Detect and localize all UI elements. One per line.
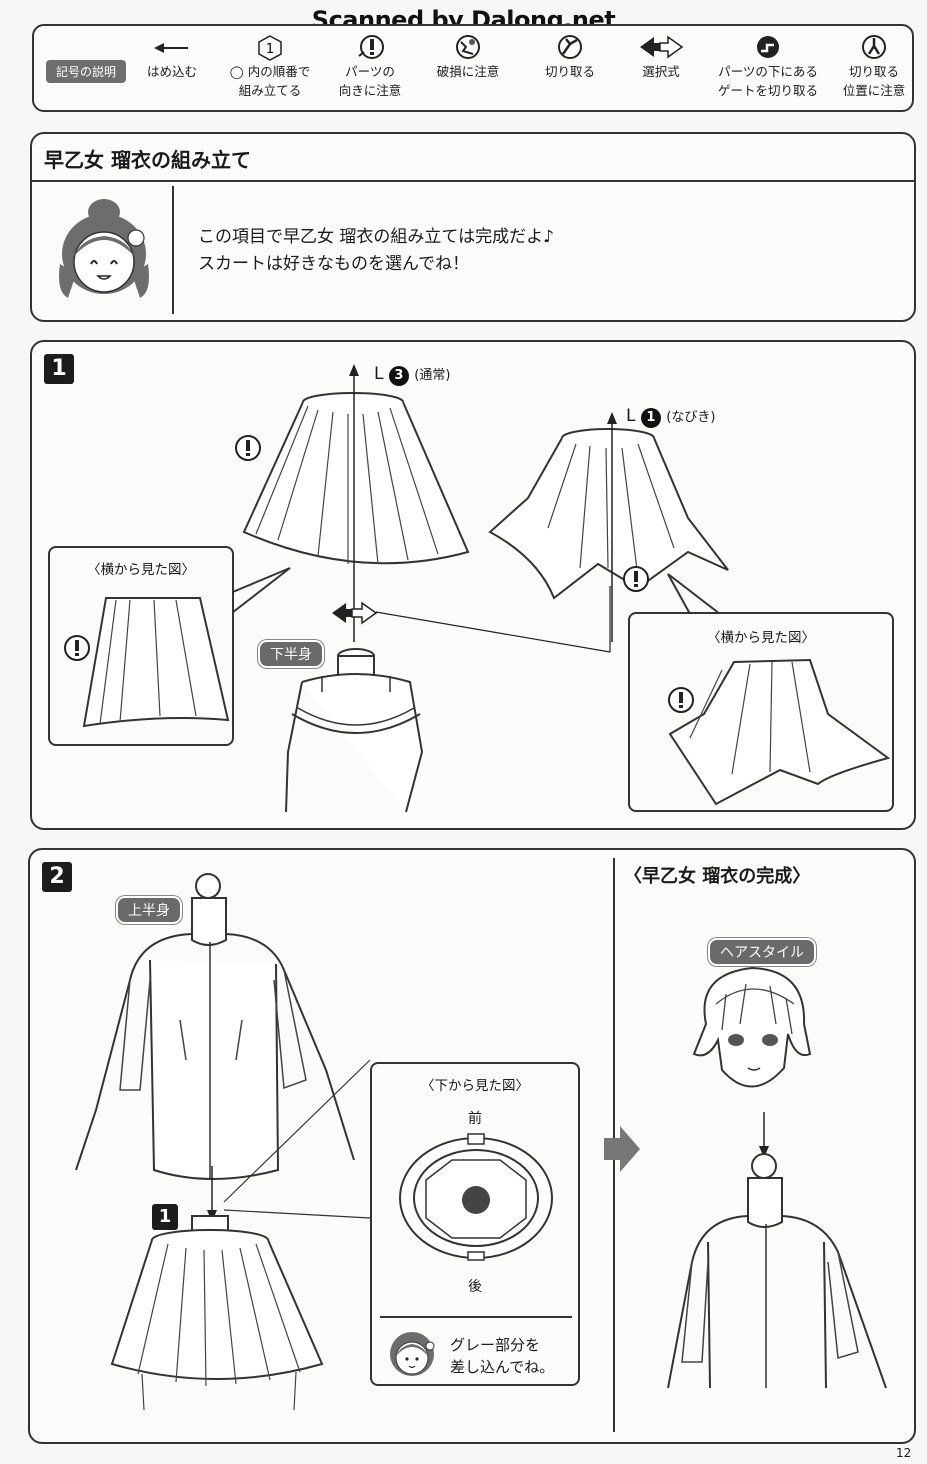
skirt-flowing-side-view-illustration — [668, 658, 891, 806]
header-section: 早乙女 瑠衣の組み立て この項目で早乙女 瑠衣の組み立ては完成だよ♪ スカートは… — [30, 132, 916, 322]
tip-line: 差し込んでね。 — [450, 1358, 555, 1376]
skirt-assembled-illustration — [110, 1215, 324, 1411]
exclamation-caution-icon — [235, 435, 261, 461]
callout-pointer — [227, 567, 291, 619]
part-label-skirt-flowing: L 1 (なびき) — [626, 406, 715, 428]
part-letter: L — [374, 364, 384, 384]
cut-position-icon — [862, 35, 886, 59]
upper-body-tag: 上半身 — [116, 896, 182, 924]
part-note: (なびき) — [666, 410, 716, 425]
symbol-legend: 記号の説明 はめ込む 1 ◯ 内の順番で 組み立てる パーツの 向きに注意 — [32, 24, 914, 112]
legend-item-gate: パーツの下にある ゲートを切り取る — [708, 34, 828, 100]
reference-step-badge: 1 — [152, 1204, 178, 1230]
legend-label: 組み立てる — [238, 83, 302, 98]
callout-title: 〈横から見た図〉 — [707, 630, 815, 646]
lower-body-tag: 下半身 — [258, 640, 324, 668]
completion-title: 〈早乙女 瑠衣の完成〉 — [624, 866, 811, 887]
back-label: 後 — [468, 1279, 482, 1295]
step-2-section: 2 上半身 1 〈下から見た図〉 前 — [28, 848, 916, 1444]
side-view-callout-flowing: 〈横から見た図〉 — [628, 612, 894, 812]
break-caution-icon — [456, 35, 480, 59]
legend-label: 切り取る — [544, 64, 595, 79]
step-number: 1 — [44, 354, 74, 384]
part-number-badge: 3 — [388, 366, 409, 386]
header-divider — [32, 180, 914, 182]
part-note: (通常) — [414, 368, 451, 383]
exclamation-caution-icon — [668, 687, 694, 713]
legend-label: ◯ 内の順番で — [229, 64, 311, 79]
upper-body-jacket-illustration — [75, 873, 355, 1180]
arrow-left-icon — [154, 43, 188, 53]
page-number: 12 — [896, 1446, 912, 1460]
gate-under-part-icon — [757, 36, 779, 58]
exclamation-caution-icon — [358, 35, 384, 59]
part-letter: L — [626, 406, 636, 426]
legend-label: 向きに注意 — [338, 83, 402, 98]
callout-connector — [223, 1059, 371, 1219]
hairstyle-tag: ヘアスタイル — [708, 938, 816, 966]
skirt-bottom-view-illustration — [399, 1133, 553, 1261]
forward-arrow-icon — [604, 1126, 640, 1172]
skirt-flowing-illustration — [488, 428, 729, 600]
legend-item-orientation: パーツの 向きに注意 — [330, 34, 410, 100]
lower-body-illustration — [285, 648, 424, 813]
step-1-section: 1 L 3 (通常) L 1 (なびき) — [30, 340, 916, 830]
step-number: 2 — [42, 862, 72, 892]
side-view-callout-normal: 〈横から見た図〉 — [48, 546, 234, 746]
message-line: この項目で早乙女 瑠衣の組み立ては完成だよ♪ — [198, 227, 554, 247]
part-label-skirt-normal: L 3 (通常) — [374, 364, 450, 386]
double-arrow-choice-icon — [332, 601, 378, 625]
character-mini-avatar — [390, 1332, 435, 1376]
legend-label: パーツの下にある — [718, 64, 818, 79]
legend-item-choice: 選択式 — [626, 34, 696, 81]
legend-label: 位置に注意 — [842, 83, 906, 98]
exclamation-caution-icon — [623, 566, 649, 592]
legend-item-cut-position: 切り取る 位置に注意 — [836, 34, 912, 100]
callout-divider — [380, 1316, 572, 1318]
exclamation-caution-icon — [64, 635, 90, 661]
front-label: 前 — [468, 1111, 482, 1127]
legend-label: ゲートを切り取る — [717, 83, 818, 98]
hexagon-number-icon: 1 — [258, 35, 282, 61]
insert-arrow-down — [759, 1112, 769, 1158]
skirt-side-view-illustration — [82, 597, 230, 728]
insert-arrow-skirt-normal — [349, 364, 359, 642]
hexagon-glyph: 1 — [266, 42, 274, 57]
intro-message: この項目で早乙女 瑠衣の組み立ては完成だよ♪ スカートは好きなものを選んでね！ — [198, 224, 554, 278]
avatar-divider — [172, 186, 174, 314]
legend-label: はめ込む — [146, 64, 197, 79]
insert-arrow-skirt-flowing — [607, 412, 617, 642]
part-number-badge: 1 — [640, 408, 661, 428]
message-line: スカートは好きなものを選んでね！ — [198, 254, 470, 274]
legend-label: パーツの — [345, 64, 395, 79]
choice-connector — [375, 586, 611, 653]
double-arrow-choice-icon — [640, 35, 684, 59]
callout-title: 〈下から見た図〉 — [421, 1078, 529, 1094]
legend-item-order: 1 ◯ 内の順番で 組み立てる — [220, 34, 320, 100]
skirt-normal-illustration — [242, 392, 470, 565]
legend-item-press-fit: はめ込む — [142, 34, 202, 81]
legend-label: 選択式 — [642, 64, 680, 79]
callout-title: 〈横から見た図〉 — [87, 562, 195, 578]
character-avatar — [59, 199, 149, 298]
hairstyle-head-illustration — [692, 966, 812, 1088]
legend-item-cut: 切り取る — [530, 34, 610, 81]
legend-item-break: 破損に注意 — [428, 34, 508, 81]
bottom-view-callout: 〈下から見た図〉 前 後 グレー部分を 差し込んでね。 — [370, 1062, 580, 1386]
legend-label: 破損に注意 — [436, 64, 500, 79]
completed-figure-illustration — [667, 1153, 887, 1389]
section-title: 早乙女 瑠衣の組み立て — [44, 148, 251, 172]
tip-line: グレー部分を — [450, 1336, 541, 1354]
nipper-cut-icon — [558, 35, 582, 59]
legend-title: 記号の説明 — [46, 60, 127, 83]
legend-label: 切り取る — [848, 64, 899, 79]
tip-message: グレー部分を 差し込んでね。 — [450, 1334, 554, 1378]
